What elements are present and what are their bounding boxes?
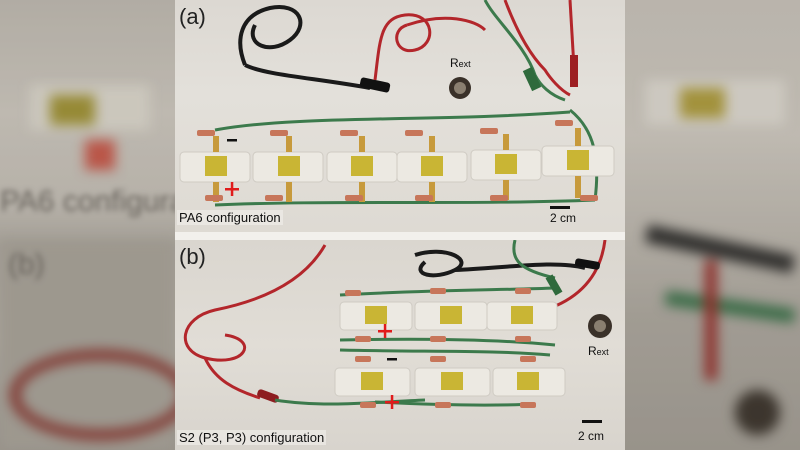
blurred-caption: PA6 configuration [0, 185, 175, 218]
plus-mark-b-bottom [385, 395, 399, 409]
scale-bar-b [582, 420, 602, 423]
black-probe-b [574, 258, 601, 270]
red-probe [570, 55, 578, 87]
blurred-backdrop-left: PA6 configuration (b) [0, 0, 175, 450]
green-probe-b [545, 274, 563, 296]
red-lead-wire [373, 0, 577, 97]
black-coil-wire [414, 249, 586, 278]
black-lead-wire [238, 5, 371, 90]
clips-bottom [205, 195, 598, 201]
minus-mark-b [387, 358, 397, 361]
minus-mark [227, 139, 237, 142]
panel-b-drawing [183, 240, 612, 423]
connector-tabs [213, 128, 581, 202]
scale-label-a: 2 cm [550, 211, 577, 225]
main-photo: (a) Rext PA6 configuration 2 cm [175, 0, 625, 450]
rext-label-a: Rext [450, 56, 471, 70]
device-strips [179, 145, 615, 183]
blurred-backdrop-right [625, 0, 800, 450]
plus-mark-b-top [378, 324, 392, 338]
config-caption-a: PA6 configuration [177, 210, 283, 225]
green-probe [522, 66, 542, 92]
device-pads-bottom [361, 372, 539, 390]
clips-b [345, 288, 536, 408]
device-pads-top [365, 306, 533, 324]
rext-label-b: Rext [588, 344, 609, 358]
panel-divider [175, 232, 625, 240]
panel-label-a: (a) [179, 4, 206, 29]
device-yellow-pads [205, 150, 589, 176]
clips-top [197, 120, 573, 136]
scale-bar-a [550, 206, 570, 209]
config-caption-b: S2 (P3, P3) configuration [177, 430, 327, 445]
panel-a: (a) Rext PA6 configuration 2 cm [175, 0, 625, 232]
blurred-label: (b) [8, 248, 45, 281]
scale-label-b: 2 cm [578, 429, 605, 443]
plus-mark [225, 182, 239, 196]
panel-label-b: (b) [179, 244, 206, 269]
panel-b: (b) Rext S2 (P3, P3) configuration 2 cm [175, 240, 625, 450]
panel-a-drawing [179, 0, 615, 209]
red-probe-b [257, 389, 279, 403]
black-probe [359, 77, 391, 93]
